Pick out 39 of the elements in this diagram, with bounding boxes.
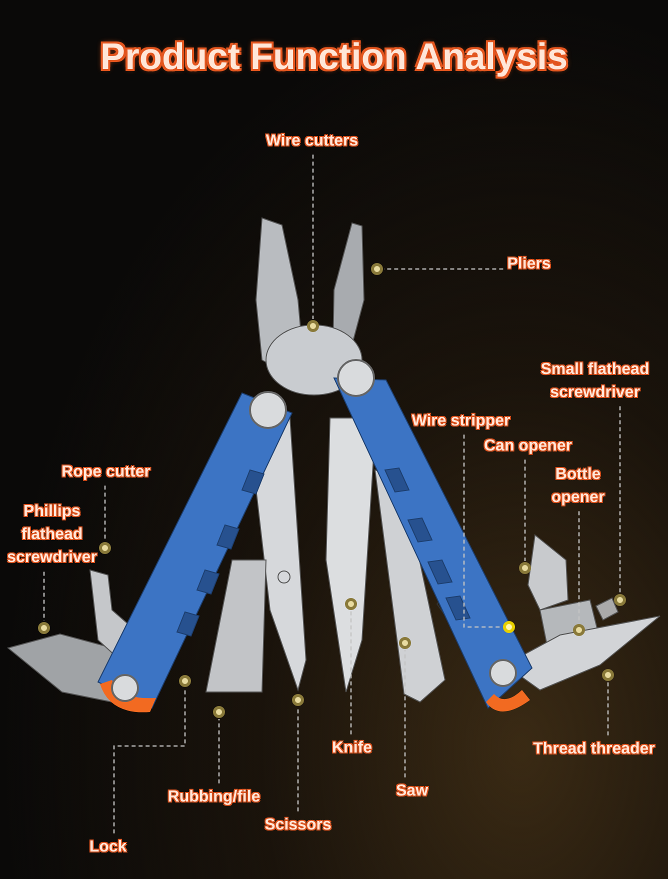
callout-label: Lock — [89, 835, 127, 859]
callout-label: Bottle opener — [538, 462, 618, 510]
leader-line — [312, 154, 314, 319]
callout-label: Rope cutter — [62, 460, 150, 484]
callout-dot — [602, 669, 614, 681]
leader-line — [218, 719, 220, 784]
callout-dot — [179, 675, 191, 687]
callout-dot — [614, 594, 626, 606]
leader-line — [404, 650, 406, 778]
callout-label: Can opener — [484, 434, 572, 458]
callout-dot — [292, 694, 304, 706]
callout-dot — [371, 263, 383, 275]
leader-line — [384, 268, 504, 270]
callout-dot — [213, 706, 225, 718]
leader-line — [463, 434, 502, 628]
callout-label: Knife — [332, 736, 372, 760]
leader-line — [297, 707, 299, 812]
leader-line — [607, 682, 609, 736]
leader-line — [104, 486, 106, 541]
title: Product Function Analysis — [99, 36, 569, 78]
callout-label: Wire stripper — [412, 409, 510, 433]
leader-line — [43, 572, 45, 621]
leader-line — [578, 511, 580, 623]
callout-label: Scissors — [264, 813, 332, 837]
callout-label: Phillips flathead screwdriver — [0, 500, 104, 570]
leader-line — [619, 406, 621, 593]
callout-label: Thread threader — [533, 737, 655, 761]
leader-line — [113, 688, 186, 834]
callout-dot — [307, 320, 319, 332]
callout-dot — [519, 562, 531, 574]
callout-label: Rubbing/file — [168, 785, 260, 809]
leader-line — [350, 611, 352, 734]
callout-label: Small flathead screwdriver — [530, 358, 660, 404]
leader-line — [524, 460, 526, 561]
callout-label: Wire cutters — [266, 129, 358, 153]
callout-label: Saw — [396, 779, 428, 803]
callout-label: Pliers — [507, 252, 551, 276]
callout-dot — [99, 542, 111, 554]
callout-dot — [38, 622, 50, 634]
